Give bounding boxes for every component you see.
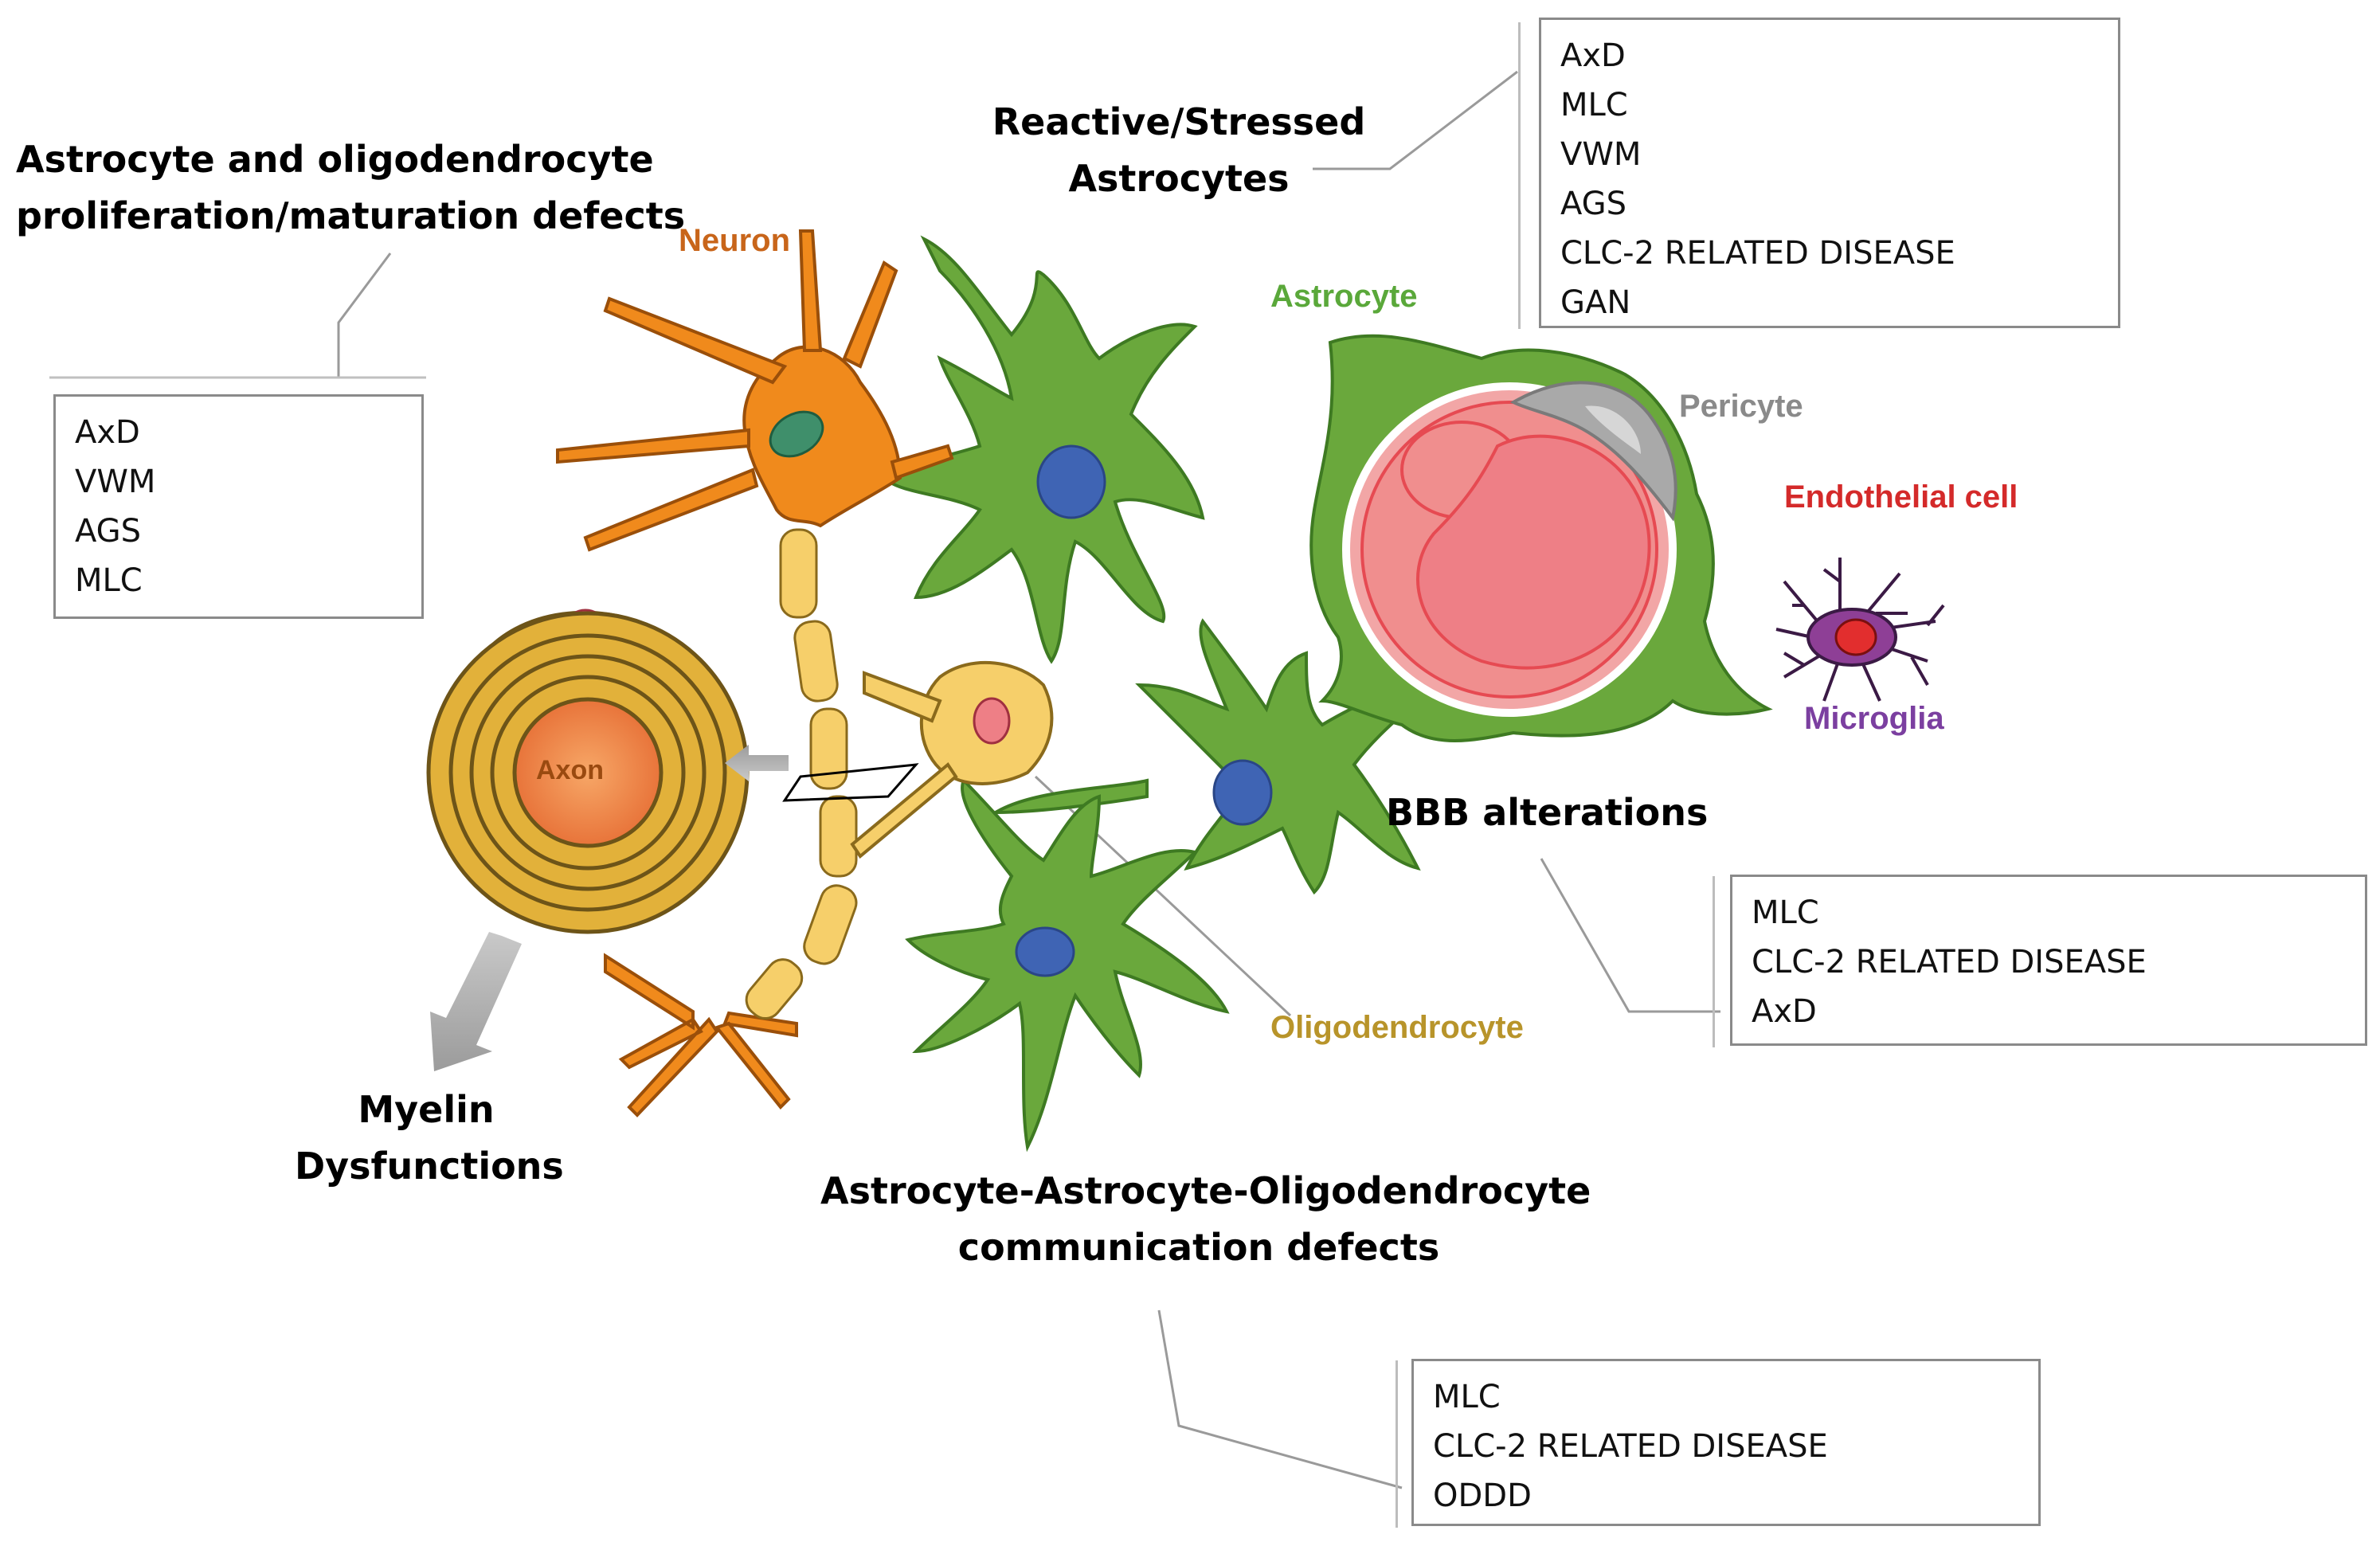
- section-plane: [782, 763, 919, 802]
- neuron-dendrite-e: [890, 444, 954, 480]
- communication-heading-line2: communication defects: [957, 1226, 1440, 1270]
- arrow-to-myelin: [430, 932, 522, 1071]
- pericyte-cell: [1509, 381, 1677, 522]
- axon-label: Axon: [536, 755, 604, 785]
- bbb-heading: BBB alterations: [1386, 791, 1709, 834]
- communication-connector: [1157, 1309, 1403, 1489]
- pericyte-label: Pericyte: [1679, 389, 1803, 424]
- disease-item: ODDD: [1433, 1478, 1532, 1514]
- disease-item: MLC: [1433, 1379, 1501, 1415]
- disease-item: AGS: [75, 513, 142, 550]
- oligodendrocyte-label: Oligodendrocyte: [1270, 1010, 1524, 1045]
- neuron-dendrite-nw: [603, 296, 788, 385]
- vessel-lumen: [1416, 434, 1651, 670]
- disease-item: GAN: [1560, 284, 1631, 321]
- oligodendrocyte-nucleus: [973, 697, 1011, 745]
- axon-segments: [745, 528, 858, 1020]
- astrocyte-top-nucleus: [1036, 444, 1106, 519]
- myelin-segment-1: [779, 528, 818, 619]
- bbb-box-bracket: [1713, 876, 1715, 1047]
- myelin-segment-2: [793, 620, 839, 703]
- disease-item: AGS: [1560, 186, 1627, 222]
- myelin-cross-section: [426, 609, 750, 934]
- neuron-label: Neuron: [679, 223, 790, 258]
- proliferation-disease-box: AxD VWM AGS MLC: [53, 394, 424, 619]
- astrocyte-label: Astrocyte: [1270, 279, 1418, 314]
- proliferation-heading: Astrocyte and oligodendrocyte proliferat…: [16, 131, 686, 245]
- proliferation-heading-line2: proliferation/maturation defects: [16, 194, 686, 238]
- disease-item: VWM: [75, 464, 156, 500]
- reactive-disease-box: AxD MLC VWM AGS CLC-2 RELATED DISEASE GA…: [1539, 18, 2120, 328]
- astrocyte-middle-nucleus: [1212, 759, 1273, 826]
- microglia-nucleus: [1834, 618, 1877, 656]
- disease-item: AxD: [1560, 37, 1626, 74]
- neuron-group: [556, 229, 954, 1117]
- reactive-box-bracket: [1518, 22, 1521, 329]
- proliferation-heading-line1: Astrocyte and oligodendrocyte: [16, 138, 654, 181]
- oligodendrocyte-process-upper: [863, 671, 942, 723]
- astrocyte-bottom-nucleus: [1015, 926, 1075, 977]
- myelin-heading-line2: Dysfunctions: [295, 1145, 564, 1188]
- disease-item: MLC: [1560, 87, 1628, 123]
- reactive-heading-line2: Astrocytes: [1068, 157, 1290, 201]
- neuron-dendrite-n: [798, 229, 823, 352]
- arrow-to-section: [725, 745, 789, 781]
- proliferation-connector: [337, 252, 392, 378]
- endothelial-label: Endothelial cell: [1784, 479, 2018, 515]
- myelin-segment-4: [819, 795, 858, 878]
- disease-item: AxD: [75, 414, 140, 451]
- disease-item: CLC-2 RELATED DISEASE: [1560, 235, 1955, 272]
- neuron-nucleus: [769, 410, 824, 458]
- reactive-connector: [1313, 70, 1518, 170]
- disease-item: MLC: [1752, 894, 1819, 931]
- neuron-terminal: [604, 953, 798, 1117]
- disease-item: CLC-2 RELATED DISEASE: [1433, 1428, 1828, 1465]
- myelin-heading: Myelin Dysfunctions: [295, 1082, 564, 1196]
- reactive-heading: Reactive/Stressed Astrocytes: [988, 94, 1370, 208]
- disease-item: VWM: [1560, 136, 1642, 173]
- communication-disease-box: MLC CLC-2 RELATED DISEASE ODDD: [1411, 1359, 2041, 1526]
- neuron-dendrite-w: [556, 428, 750, 464]
- astrocyte-top-body: [881, 235, 1205, 664]
- communication-box-bracket: [1396, 1360, 1398, 1528]
- bbb-disease-box: MLC CLC-2 RELATED DISEASE AxD: [1730, 875, 2367, 1046]
- axon-core: [512, 697, 664, 848]
- myelin-segment-6: [745, 958, 804, 1020]
- disease-item: MLC: [75, 562, 143, 599]
- myelin-segment-3: [809, 707, 848, 790]
- bbb-connector: [1540, 858, 1720, 1013]
- microglia-label: Microglia: [1804, 701, 1944, 736]
- microglia-cell: [1775, 558, 1945, 702]
- oligodendrocyte-process-lower: [850, 762, 958, 859]
- myelin-heading-line1: Myelin: [358, 1088, 495, 1131]
- myelin-segment-5: [803, 884, 858, 965]
- pericyte-nucleus: [1585, 405, 1641, 454]
- neuron-dendrite-sw: [583, 468, 759, 552]
- disease-item: AxD: [1752, 993, 1817, 1030]
- communication-heading: Astrocyte-Astrocyte-Oligodendrocyte comm…: [820, 1163, 1591, 1277]
- communication-heading-line1: Astrocyte-Astrocyte-Oligodendrocyte: [820, 1169, 1591, 1212]
- astrocyte-middle-process: [989, 778, 1149, 815]
- oligodendrocyte-group: [850, 660, 1054, 859]
- neuron-dendrite-ne: [842, 260, 898, 369]
- disease-item: CLC-2 RELATED DISEASE: [1752, 944, 2147, 980]
- reactive-heading-line1: Reactive/Stressed: [992, 100, 1366, 143]
